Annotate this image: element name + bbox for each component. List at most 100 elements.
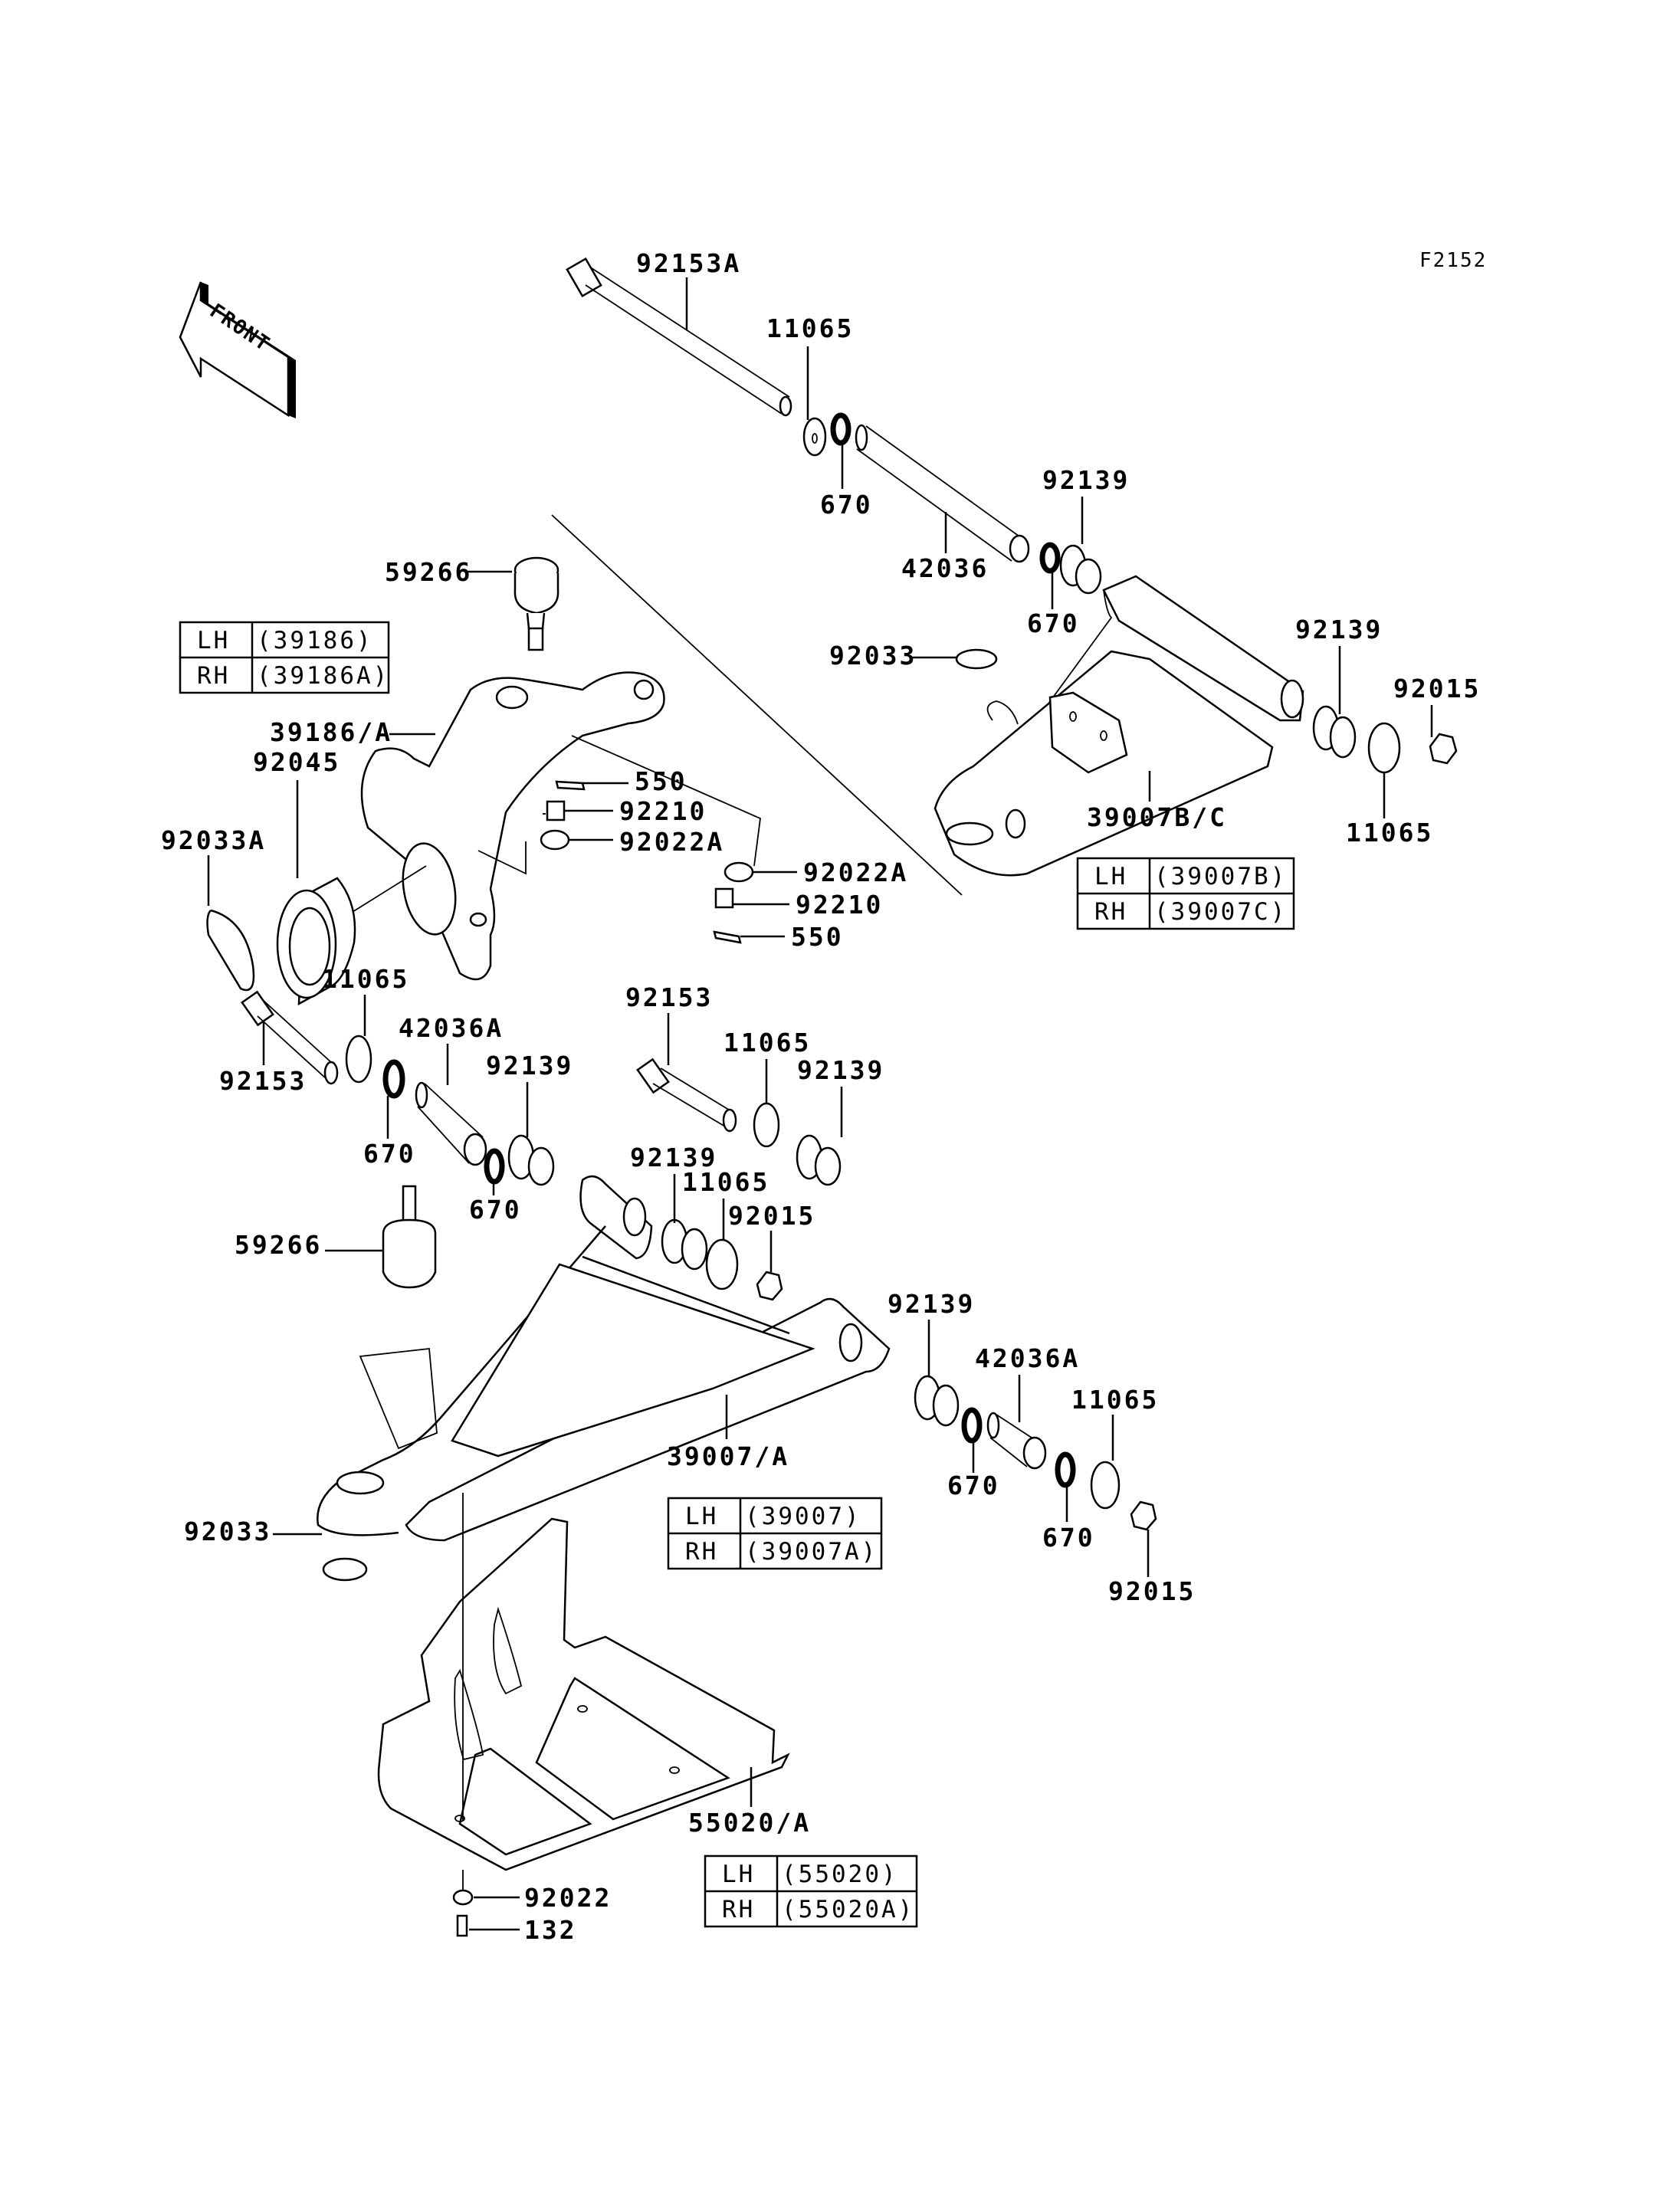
- callout-lower-washer-right: 11065: [1071, 1385, 1159, 1415]
- lower-washer-mid2-part: [705, 1238, 739, 1290]
- callout-upper-balljoint: 59266: [385, 557, 472, 587]
- lower-bushing-2-part: [796, 1134, 842, 1186]
- guide-line: [571, 735, 761, 867]
- lower-bolt-left-part: [241, 990, 339, 1085]
- table-part-number: (39186A): [257, 662, 389, 690]
- lower-bushing-4-part: [914, 1375, 960, 1427]
- lower-bolt-right-part: [636, 1058, 737, 1133]
- callout-lower-oring-4: 670: [1042, 1523, 1095, 1553]
- table-part-number: (55020): [782, 1861, 898, 1888]
- upper-washer-left-part: [802, 417, 827, 457]
- cotter-pin-2-part: [713, 930, 742, 944]
- callout-lower-snapring: 92033: [184, 1517, 271, 1546]
- callout-upper-nut: 92015: [1393, 674, 1481, 703]
- callout-upper-oring-left: 670: [820, 490, 873, 520]
- castle-nut-1-part: [546, 800, 566, 821]
- lower-washer-right-part: [1090, 1461, 1121, 1510]
- washer-2-part: [724, 861, 754, 883]
- callout-lower-nut-right: 92015: [1108, 1576, 1196, 1606]
- upper-bolt-part: [566, 257, 792, 417]
- callout-cotter-pin-1: 550: [635, 766, 687, 796]
- callout-upper-washer-right: 11065: [1346, 818, 1433, 848]
- lower-nut-right-part: [1130, 1500, 1157, 1531]
- lower-arm-part: [317, 1175, 891, 1542]
- upper-washer-right-part: [1367, 722, 1401, 774]
- castle-nut-2-part: [714, 887, 734, 909]
- callout-bearing-circlip: 92033A: [161, 825, 266, 855]
- lower-collar-right-part: [986, 1412, 1047, 1470]
- table-part-number: (55020A): [782, 1896, 914, 1923]
- lower-oring-1-part: [382, 1059, 405, 1099]
- callout-washer-1: 92022A: [619, 827, 724, 857]
- table-part-number: (39007C): [1154, 898, 1287, 926]
- guide-line: [352, 865, 427, 913]
- table-side: LH: [1094, 863, 1127, 890]
- lower-balljoint-part: [382, 1185, 437, 1289]
- lower-oring-3-part: [961, 1407, 983, 1444]
- callout-upper-bolt: 92153A: [636, 248, 741, 278]
- upper-collar-part: [855, 424, 1030, 563]
- front-arrow-icon: FRONT: [179, 281, 296, 418]
- skid-washer-part: [452, 1889, 474, 1906]
- table-side: RH: [722, 1896, 755, 1923]
- callout-knuckle: 39186/A: [270, 717, 392, 747]
- table-side: RH: [1094, 898, 1127, 926]
- upper-nut-part: [1429, 733, 1458, 765]
- callout-lower-bushing-1: 92139: [486, 1051, 573, 1080]
- upper-arm-part: [934, 575, 1304, 877]
- guide-line: [551, 514, 963, 896]
- upper-oring-right-part: [1039, 542, 1061, 574]
- callout-lower-washer-left: 11065: [322, 964, 409, 994]
- callout-lower-bushing-4: 92139: [888, 1289, 975, 1319]
- callout-castle-nut-2: 92210: [796, 890, 883, 920]
- table-side: LH: [197, 627, 230, 654]
- table-side: RH: [685, 1538, 718, 1566]
- callout-skid-bolt: 132: [524, 1915, 577, 1945]
- callout-washer-2: 92022A: [803, 857, 908, 887]
- knuckle-part: [360, 671, 665, 981]
- washer-1-part: [540, 829, 570, 851]
- lower-snapring-part: [322, 1557, 368, 1582]
- table-side: LH: [685, 1503, 718, 1530]
- lower-nut-mid-part: [756, 1271, 783, 1301]
- lower-oring-2-part: [484, 1148, 505, 1185]
- callout-lower-arm: 39007/A: [667, 1441, 789, 1471]
- guide-line: [477, 841, 527, 875]
- washer-hole: [812, 433, 818, 444]
- lower-oring-4-part: [1055, 1451, 1076, 1488]
- callout-skid-washer: 92022: [524, 1883, 612, 1913]
- table-side: LH: [722, 1861, 755, 1888]
- callout-lower-oring-2: 670: [469, 1195, 522, 1225]
- callout-skid-plate: 55020/A: [688, 1808, 811, 1838]
- callout-lower-bushing-2: 92139: [797, 1055, 884, 1085]
- callout-upper-snapring: 92033: [829, 641, 917, 671]
- callout-lower-nut-mid: 92015: [728, 1201, 815, 1231]
- lower-bushing-1-part: [507, 1134, 555, 1186]
- upper-balljoint-part: [514, 556, 559, 651]
- callout-lower-bolt-right: 92153: [625, 982, 713, 1012]
- callout-lower-oring-3: 670: [947, 1471, 1000, 1500]
- knuckle-table: LH(39186)RH(39186A): [179, 621, 390, 694]
- skid-plate-part: [377, 1517, 790, 1871]
- callout-castle-nut-1: 92210: [619, 796, 707, 826]
- upper-oring-left-part: [830, 412, 851, 446]
- table-side: RH: [197, 662, 230, 690]
- callout-lower-oring-1: 670: [363, 1139, 416, 1169]
- callout-lower-washer-mid2: 11065: [682, 1167, 769, 1197]
- callout-upper-arm: 39007B/C: [1087, 802, 1227, 832]
- callout-upper-bushing-right: 92139: [1295, 615, 1383, 644]
- lower-washer-left-part: [345, 1035, 372, 1084]
- skid-table: LH (55020) RH (55020A): [704, 1854, 918, 1928]
- callout-lower-washer-mid: 11065: [724, 1028, 811, 1058]
- upper-bushing-right-part: [1312, 705, 1357, 759]
- callout-lower-collar-right: 42036A: [975, 1343, 1080, 1373]
- table-part-number: (39007A): [745, 1538, 878, 1566]
- lower-washer-mid-part: [753, 1102, 780, 1148]
- diagram-code: F2152: [1419, 249, 1487, 272]
- callout-upper-washer-left: 11065: [766, 313, 854, 343]
- callout-upper-oring-right: 670: [1027, 608, 1080, 638]
- lower-arm-table: LH(39007)RH(39007A): [667, 1497, 883, 1570]
- skid-bolt-part: [456, 1914, 468, 1937]
